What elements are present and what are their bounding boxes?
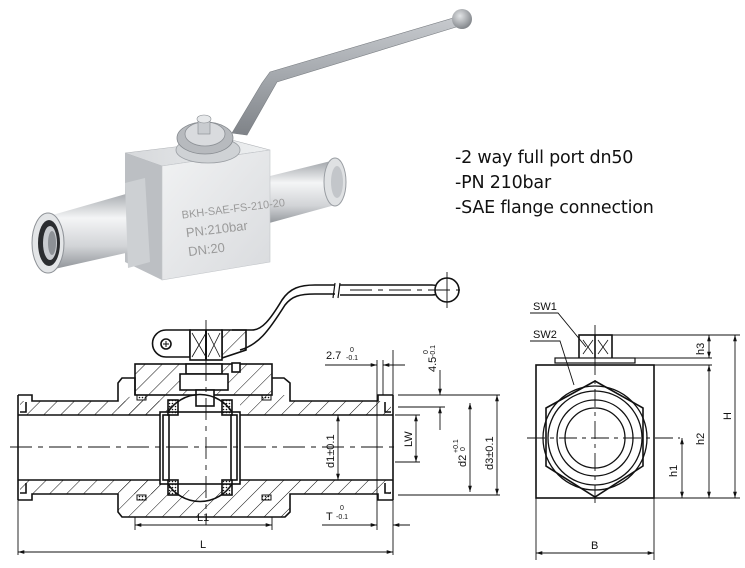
dim-2-7-lower-tol: -0.1	[346, 355, 358, 362]
dim-t-lower-tol: -0.1	[336, 514, 348, 521]
label-h3: h3	[695, 343, 707, 355]
dim-lw-label: LW	[403, 431, 415, 447]
end-view-dimensions	[530, 312, 740, 560]
spec-item-connection: -SAE flange connection	[455, 198, 654, 218]
label-H: H	[722, 412, 734, 420]
dim-t-label: T	[326, 511, 333, 523]
label-h1: h1	[668, 465, 680, 477]
engraving-dn: DN:20	[187, 240, 225, 259]
label-h2: h2	[695, 433, 707, 445]
dim-d2-label: d2	[457, 455, 469, 467]
dim-d2-upper-tol: +0.1	[453, 439, 460, 453]
right-pipe	[262, 157, 347, 225]
dim-l1-label: L1	[197, 512, 209, 524]
end-view-labels: SW1 SW2 h3 h2 h1 H B	[533, 301, 734, 552]
dimension-lines	[17, 350, 500, 555]
label-B: B	[591, 540, 598, 552]
spec-item-ports: -2 way full port dn50	[455, 148, 634, 168]
dim-2-7-label: 2.7	[326, 350, 341, 362]
centerlines	[10, 272, 460, 525]
end-view-centerlines	[527, 325, 680, 505]
spec-list: -2 way full port dn50 -PN 210bar -SAE fl…	[455, 146, 654, 221]
dim-d3-label: d3±0.1	[484, 436, 496, 470]
dim-l-label: L	[200, 539, 206, 551]
dim-d2-lower-tol: 0	[460, 447, 467, 451]
label-sw2: SW2	[533, 329, 557, 341]
left-pipe	[31, 178, 150, 274]
dim-2-7-upper-tol: 0	[350, 347, 354, 354]
dim-4-5-label: 4.5	[427, 357, 439, 372]
dim-t-upper-tol: 0	[340, 505, 344, 512]
stem-assembly	[175, 114, 241, 164]
spec-item-pressure: -PN 210bar	[455, 173, 551, 193]
dim-d1-label: d1±0.1	[325, 434, 337, 468]
dim-4-5-upper-tol: 0	[423, 350, 430, 354]
dimension-labels: 2.7 0 -0.1 4.5 0 -0.1 d1±0.1 LW d2 +0.1 …	[197, 345, 496, 551]
label-sw1: SW1	[533, 301, 557, 313]
handle	[231, 9, 472, 136]
dim-4-5-lower-tol: -0.1	[430, 345, 437, 357]
